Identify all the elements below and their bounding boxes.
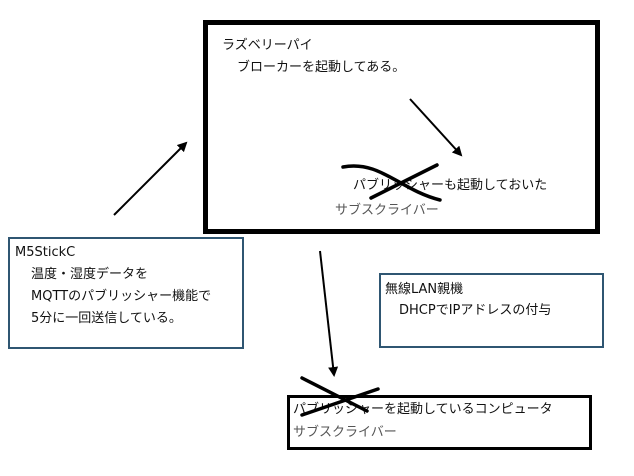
raspi-strike-curve: [341, 164, 442, 202]
m5-line-3: 5分に一回送信している。: [31, 311, 182, 326]
arrow-m5-to-raspi: [113, 141, 188, 216]
raspberry-pi-title: ラズベリーパイ: [222, 38, 313, 53]
m5-line-1: 温度・湿度データを: [31, 267, 149, 282]
pc-strike-line-1: [300, 376, 369, 413]
raspi-subscriber-label: サブスクライバー: [335, 203, 439, 218]
broker-label: ブローカーを起動してある。: [237, 60, 406, 75]
arrow-raspi-to-pc: [319, 250, 339, 377]
raspberry-pi-box: [203, 20, 600, 234]
pc-subscriber-label: サブスクライバー: [293, 425, 397, 440]
wireless-router-box: [379, 273, 604, 348]
router-title: 無線LAN親機: [385, 282, 464, 297]
m5-line-2: MQTTのパブリッシャー機能で: [31, 289, 212, 304]
dhcp-label: DHCPでIPアドレスの付与: [399, 303, 552, 318]
m5stickc-title: M5StickC: [15, 245, 76, 260]
pc-strike-line-2: [300, 387, 380, 417]
m5stickc-box: [8, 237, 244, 349]
raspi-strike-line: [369, 163, 439, 200]
arrow-broker-to-publisher: [409, 98, 463, 157]
